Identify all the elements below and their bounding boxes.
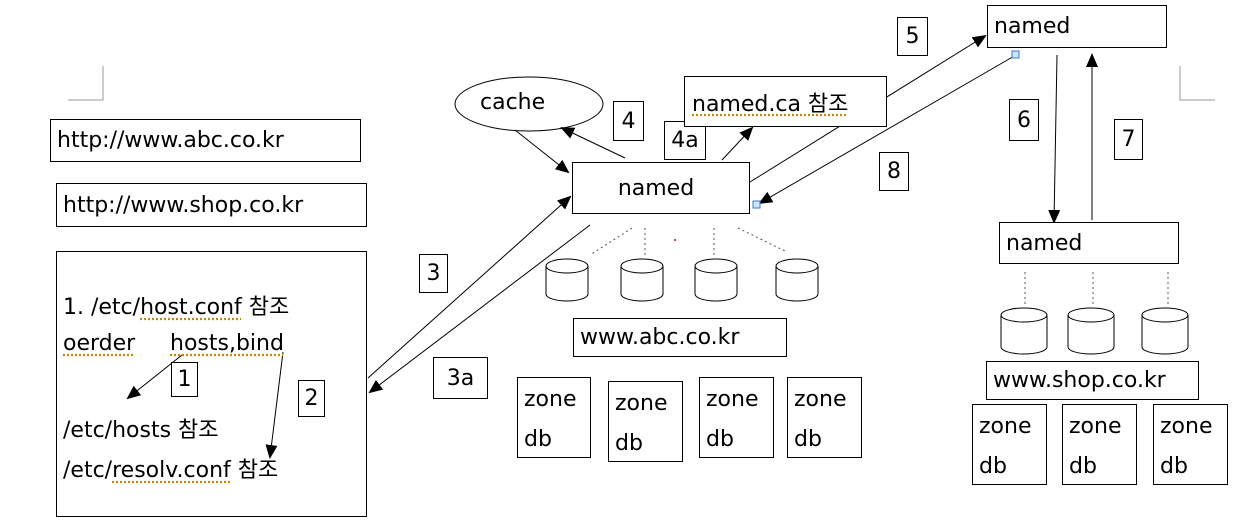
resolver-line-2b: hosts,bind: [170, 331, 284, 356]
step-label-3: 3: [419, 254, 448, 293]
cache-label: cache: [480, 90, 546, 115]
step-label-6: 6: [1009, 99, 1039, 141]
shop-domain-box: www.shop.co.kr: [986, 361, 1199, 400]
abc-disk-3: [694, 258, 738, 302]
shop-disk-3: [1141, 307, 1189, 355]
step-label-7: 7: [1114, 119, 1143, 160]
abc-disk-1: [545, 258, 589, 302]
url-box-shop: http://www.shop.co.kr: [56, 183, 367, 227]
named-local-box: named: [572, 162, 750, 214]
abc-domain-label: www.abc.co.kr: [580, 325, 740, 350]
abc-dotted-links: [589, 227, 788, 256]
abc-domain-box: www.abc.co.kr: [573, 318, 787, 357]
step-label-1: 1: [171, 362, 198, 397]
arrow-cache-to-named: [514, 129, 570, 174]
crop-mark-left: [68, 66, 104, 101]
arrow-3: [367, 195, 572, 379]
step-label-4: 4: [613, 101, 644, 141]
resolver-box: [56, 251, 367, 517]
resolver-line-1: 1. /etc/host.conf 참조: [63, 295, 290, 320]
shop-disk-2: [1067, 307, 1115, 355]
step-label-8: 8: [879, 152, 909, 191]
url-shop-text: http://www.shop.co.kr: [63, 192, 304, 218]
shop-disk-1: [1000, 307, 1048, 355]
named-root-box: named: [987, 5, 1167, 48]
named-shop-label: named: [1006, 230, 1083, 256]
abc-disk-2: [620, 258, 664, 302]
resolver-line-4: /etc/resolv.conf 참조: [63, 458, 279, 483]
named-ca-label: named.ca 참조: [692, 91, 849, 117]
crop-mark-right: [1179, 66, 1215, 101]
cache-ellipse: [454, 76, 604, 132]
step-label-2: 2: [298, 380, 325, 417]
step-label-3a: 3a: [433, 357, 488, 399]
arrow-8: [758, 54, 1017, 205]
abc-disk-4: [775, 258, 819, 302]
named-ca-box: named.ca 참조: [684, 76, 887, 127]
url-box-abc: http://www.abc.co.kr: [50, 119, 361, 162]
arrow-3a: [368, 224, 591, 394]
named-shop-box: named: [999, 222, 1179, 264]
resolver-line-3: /etc/hosts 참조: [63, 418, 219, 443]
arrow-4a-to-namedca: [721, 126, 754, 161]
step-label-5: 5: [897, 17, 928, 56]
named-root-label: named: [994, 14, 1071, 39]
arrow-2: [265, 351, 284, 459]
arrow-6: [1048, 54, 1061, 224]
named-local-label: named: [617, 175, 695, 201]
handle-8-start: [1011, 50, 1020, 59]
shop-dotted-links: [1024, 272, 1169, 304]
resolver-line-2a: oerder: [63, 331, 136, 356]
step-label-4a: 4a: [664, 121, 706, 160]
arrow-4-to-cache: [560, 127, 626, 159]
handle-8-end: [752, 200, 761, 209]
url-abc-text: http://www.abc.co.kr: [57, 128, 284, 153]
shop-domain-label: www.shop.co.kr: [993, 368, 1166, 393]
